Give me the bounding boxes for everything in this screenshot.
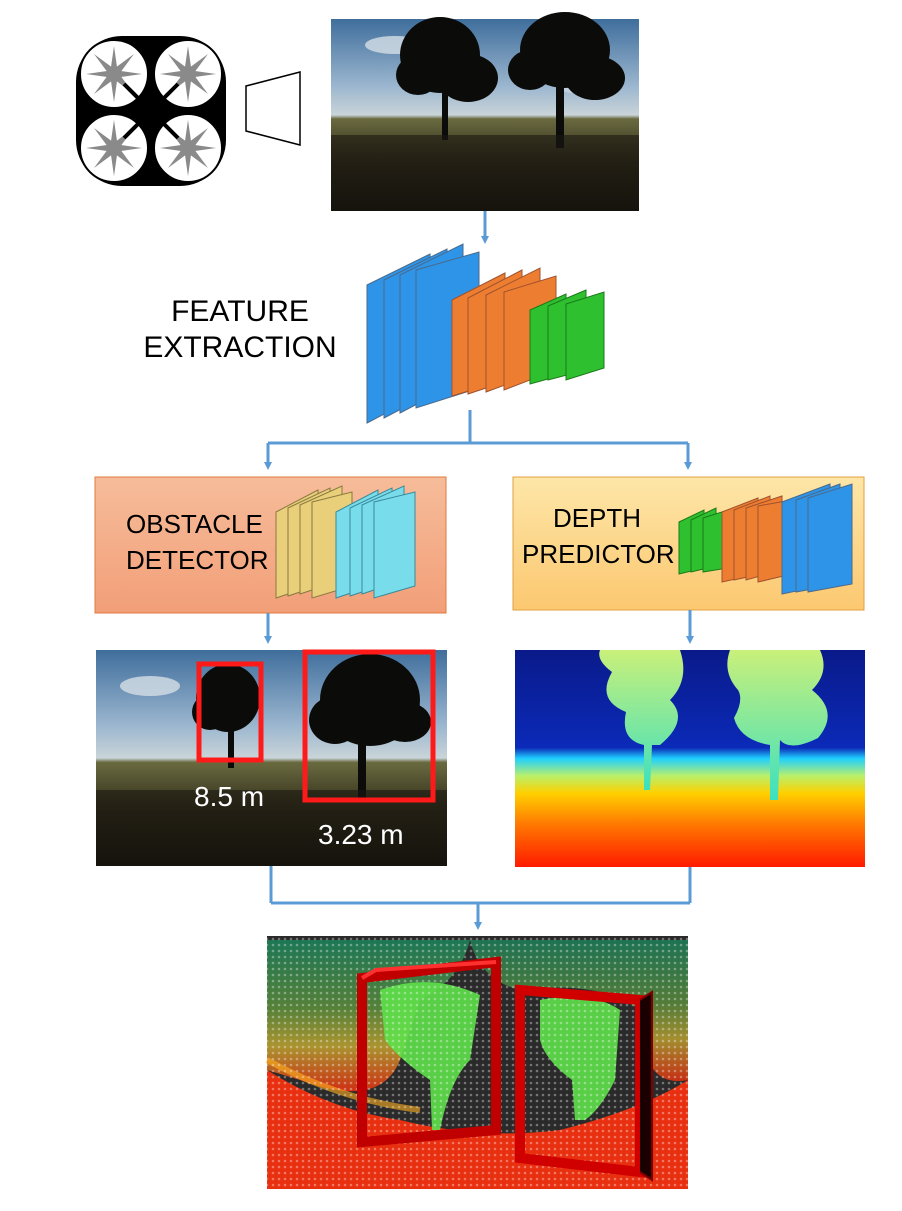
feature-extraction-layers	[366, 243, 605, 424]
feature-label-line2: EXTRACTION	[143, 331, 337, 364]
obstacle-label-line1: OBSTACLE	[126, 509, 263, 539]
distance-label-near: 8.5 m	[194, 781, 265, 812]
depth-output-image	[515, 650, 865, 867]
feature-label-line1: FEATURE	[171, 295, 309, 328]
depth-label-line2: PREDICTOR	[522, 539, 675, 569]
point-cloud-render	[265, 936, 688, 1189]
obstacle-detector-label: OBSTACLE DETECTOR	[126, 506, 269, 578]
quadrotor-icon	[76, 36, 226, 186]
detection-output-image	[96, 649, 447, 866]
camera-frustum-icon	[245, 71, 301, 146]
bbox-3d-right	[515, 984, 653, 1182]
feature-extraction-label: FEATURE EXTRACTION	[140, 294, 340, 366]
split-connector	[264, 410, 692, 470]
obstacle-detector-panel	[94, 476, 447, 614]
bbox-3d-left	[357, 956, 501, 1148]
distance-label-far: 3.23 m	[318, 819, 404, 850]
depth-label-line1: DEPTH	[552, 503, 642, 533]
obstacle-label-line2: DETECTOR	[126, 545, 269, 575]
depth-predictor-panel	[512, 476, 865, 611]
bbox-near	[196, 661, 264, 763]
bbox-far	[302, 649, 436, 803]
depth-predictor-label: DEPTH PREDICTOR	[522, 500, 675, 572]
merge-connector	[269, 866, 692, 930]
input-camera-image	[331, 12, 639, 211]
